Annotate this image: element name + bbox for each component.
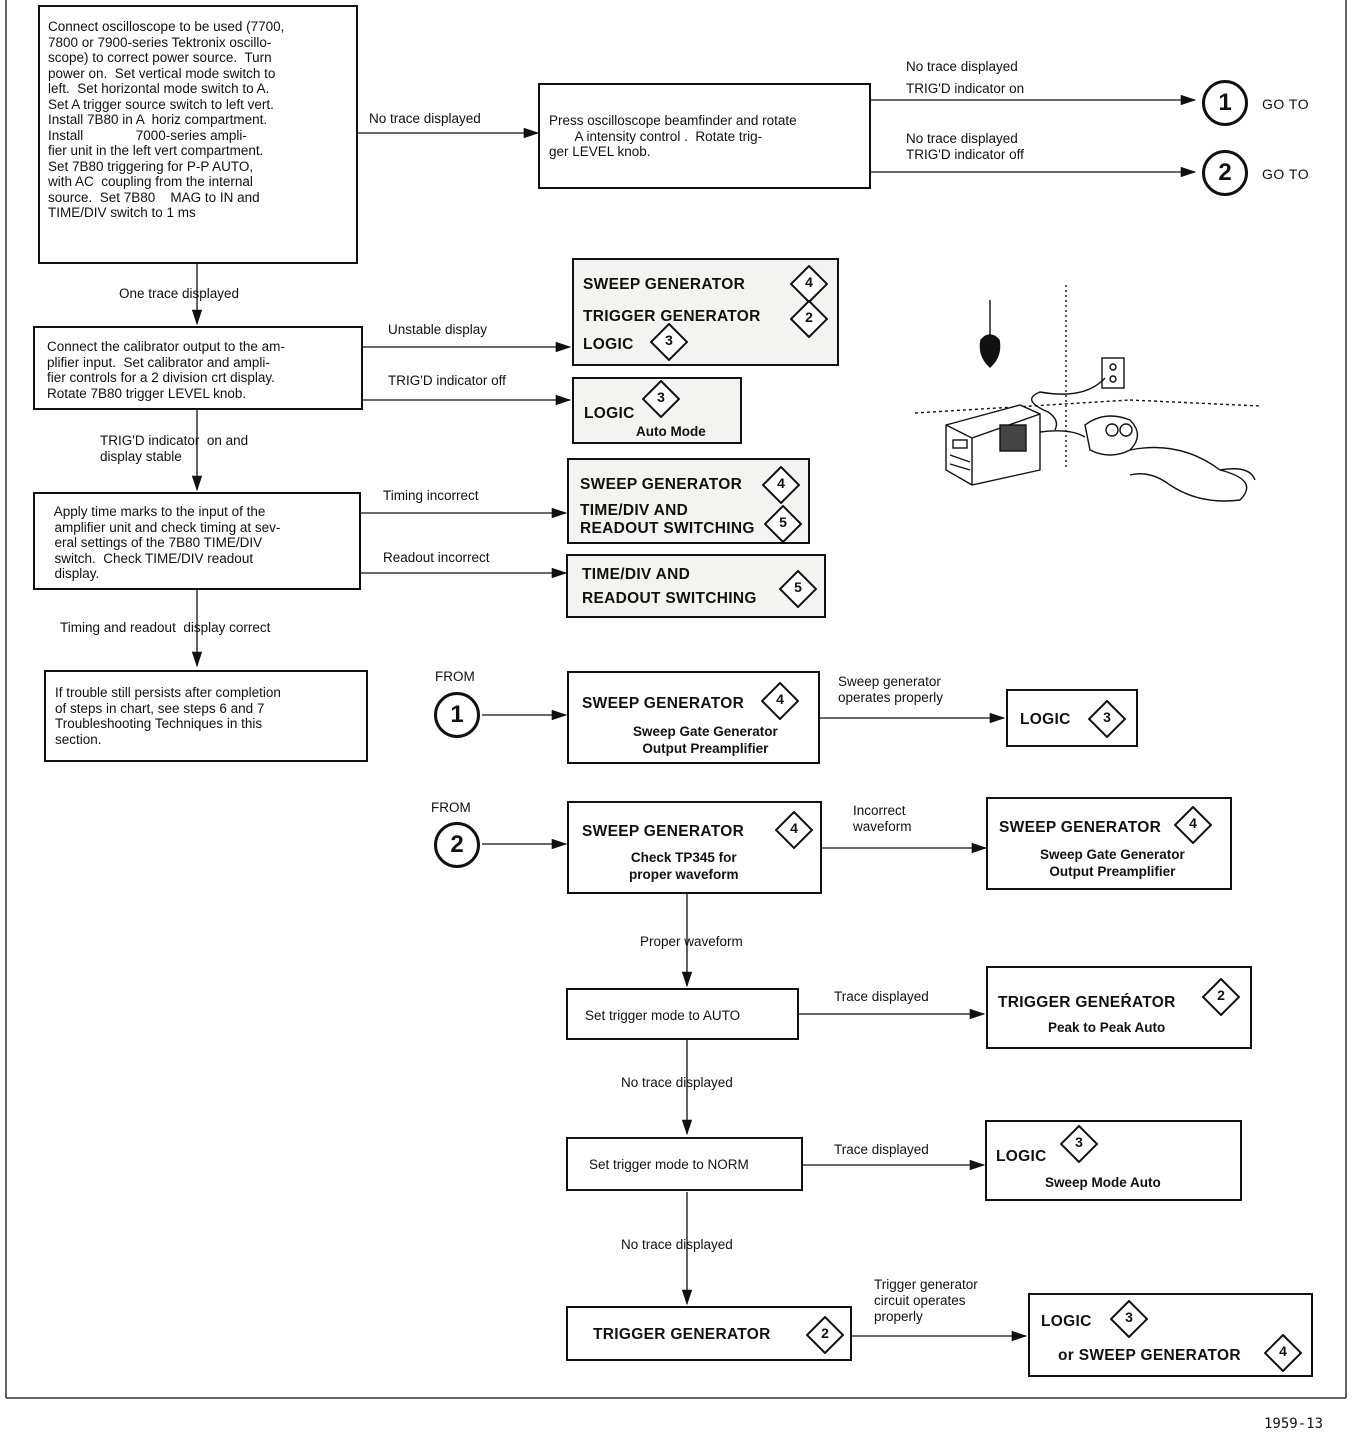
set-auto-box: Set trigger mode to AUTO [566, 988, 799, 1040]
calibrator-box: Connect the calibrator output to the am-… [33, 326, 363, 410]
figure-number: 1959-13 [1264, 1416, 1324, 1432]
trigger-generator-label: TRIGGER GENERATOR [593, 1326, 771, 1343]
from-connector-1: 1 [434, 692, 480, 738]
set-norm-box: Set trigger mode to NORM [566, 1137, 803, 1191]
diamond-ref-4: 4 [761, 682, 799, 720]
label-no-trace: No trace displayed [369, 111, 481, 126]
goto-connector-1: 1 [1202, 80, 1248, 126]
block-logic-label: LOGIC [583, 336, 634, 353]
diamond-ref-4: 4 [775, 811, 813, 849]
label-trace-displayed-norm: Trace displayed [834, 1142, 929, 1157]
beamfinder-box: Press oscilloscope beamfinder and rotate… [538, 83, 871, 189]
timediv-readout-label: TIME/DIV AND READOUT SWITCHING [580, 502, 755, 537]
logic-label: LOGIC [584, 405, 635, 422]
persist-box: If trouble still persists after completi… [44, 670, 368, 762]
label-sweep-ok: Sweep generator operates properly [838, 674, 944, 705]
peak-auto-label: Peak to Peak Auto [1048, 1020, 1166, 1035]
sweep-mode-auto-label: Sweep Mode Auto [1045, 1175, 1161, 1190]
diamond-ref-5: 5 [764, 505, 802, 543]
label-trig-off: TRIG'D indicator off [388, 373, 506, 388]
label-unstable: Unstable display [388, 322, 488, 337]
set-norm-text: Set trigger mode to NORM [589, 1157, 749, 1172]
block-trigger-generator-label: TRIGGER GENERATOR [583, 308, 761, 325]
block-trigger-generator: TRIGGER GENERATOR [566, 1306, 852, 1361]
diamond-ref-3: 3 [650, 323, 688, 361]
timediv-and-label: TIME/DIV AND [582, 566, 691, 583]
label-incorrect-waveform: Incorrect waveform [853, 803, 912, 834]
or-sweep-generator-label: or SWEEP GENERATOR [1058, 1347, 1241, 1364]
block-trigger-peak-auto: TRIGGER GENEŔATOR Peak to Peak Auto [986, 966, 1252, 1049]
logic-label: LOGIC [1041, 1313, 1092, 1330]
beamfinder-text: Press oscilloscope beamfinder and rotate… [549, 113, 797, 159]
time-marks-text: Apply time marks to the input of the amp… [53, 504, 281, 581]
technician-cartoon-illustration [914, 285, 1261, 502]
start-instructions-text: Connect oscilloscope to be used (7700, 7… [48, 19, 285, 220]
from-connector-2: 2 [434, 822, 480, 868]
label-no-trace-auto: No trace displayed [621, 1075, 733, 1090]
diamond-ref-3: 3 [1110, 1300, 1148, 1338]
goto-label-2: GO TO [1262, 166, 1310, 182]
sweep-generator-label: SWEEP GENERATOR [580, 476, 743, 493]
block-sweep-trigger-logic: SWEEP GENERATOR TRIGGER GENERATOR LOGIC [572, 258, 839, 366]
from-label-2: FROM [431, 800, 471, 815]
label-trig-on-stable: TRIG'D indicator on and display stable [100, 433, 249, 464]
goto-label-1: GO TO [1262, 96, 1310, 112]
block-logic-or-sweep: LOGIC or SWEEP GENERATOR [1028, 1293, 1313, 1377]
persist-text: If trouble still persists after completi… [55, 685, 281, 747]
diamond-ref-4: 4 [1264, 1334, 1302, 1372]
trigger-generator-label: TRIGGER GENEŔATOR [998, 994, 1176, 1011]
set-auto-text: Set trigger mode to AUTO [585, 1008, 741, 1023]
diamond-ref-4: 4 [790, 265, 828, 303]
logic-label: LOGIC [996, 1148, 1047, 1165]
diamond-ref-4: 4 [762, 466, 800, 504]
label-timing-readout-correct: Timing and readout display correct [60, 620, 271, 635]
diamond-ref-3: 3 [642, 380, 680, 418]
diamond-ref-3: 3 [1088, 700, 1126, 738]
start-instructions-box: Connect oscilloscope to be used (7700, 7… [38, 5, 358, 264]
label-timing-incorrect: Timing incorrect [383, 488, 479, 503]
label-no-trace-norm: No trace displayed [621, 1237, 733, 1252]
diamond-ref-2: 2 [806, 1316, 844, 1354]
logic-label: LOGIC [1020, 711, 1071, 728]
label-trace-displayed-auto: Trace displayed [834, 989, 929, 1004]
sweep-generator-label: SWEEP GENERATOR [999, 819, 1162, 836]
label-one-trace: One trace displayed [119, 286, 240, 301]
block-timediv-readout: TIME/DIV AND READOUT SWITCHING [566, 554, 826, 618]
block-logic-sweep-mode: LOGIC Sweep Mode Auto [985, 1120, 1242, 1201]
sweep-generator-label: SWEEP GENERATOR [582, 823, 745, 840]
label-readout-incorrect: Readout incorrect [383, 550, 490, 565]
diamond-ref-5: 5 [779, 570, 817, 608]
sweep-gate-output-label: Sweep Gate Generator Output Preamplifier [633, 724, 778, 756]
diamond-ref-3: 3 [1060, 1125, 1098, 1163]
check-tp345-label: Check TP345 for proper waveform [629, 850, 739, 882]
sweep-generator-label: SWEEP GENERATOR [582, 695, 745, 712]
calibrator-text: Connect the calibrator output to the am-… [47, 339, 285, 401]
auto-mode-label: Auto Mode [636, 424, 706, 439]
from-label-1: FROM [435, 669, 475, 684]
label-proper-waveform: Proper waveform [640, 934, 743, 949]
diamond-ref-2: 2 [790, 300, 828, 338]
diamond-ref-4: 4 [1174, 806, 1212, 844]
label-trig-gen-ok: Trigger generator circuit operates prope… [874, 1277, 978, 1324]
label-no-trace-trig-off: No trace displayed TRIG'D indicator off [906, 131, 1024, 162]
readout-switching-label: READOUT SWITCHING [582, 590, 757, 607]
goto-connector-2: 2 [1202, 150, 1248, 196]
time-marks-box: Apply time marks to the input of the amp… [33, 492, 361, 590]
diamond-ref-2: 2 [1202, 978, 1240, 1016]
label-no-trace-trig-on: No trace displayed TRIG'D indicator on [906, 59, 1025, 96]
block-check-tp345: SWEEP GENERATOR Check TP345 for proper w… [567, 801, 822, 894]
block-sweep-generator-label: SWEEP GENERATOR [583, 276, 746, 293]
sweep-gate-output-label: Sweep Gate Generator Output Preamplifier [1040, 847, 1185, 879]
